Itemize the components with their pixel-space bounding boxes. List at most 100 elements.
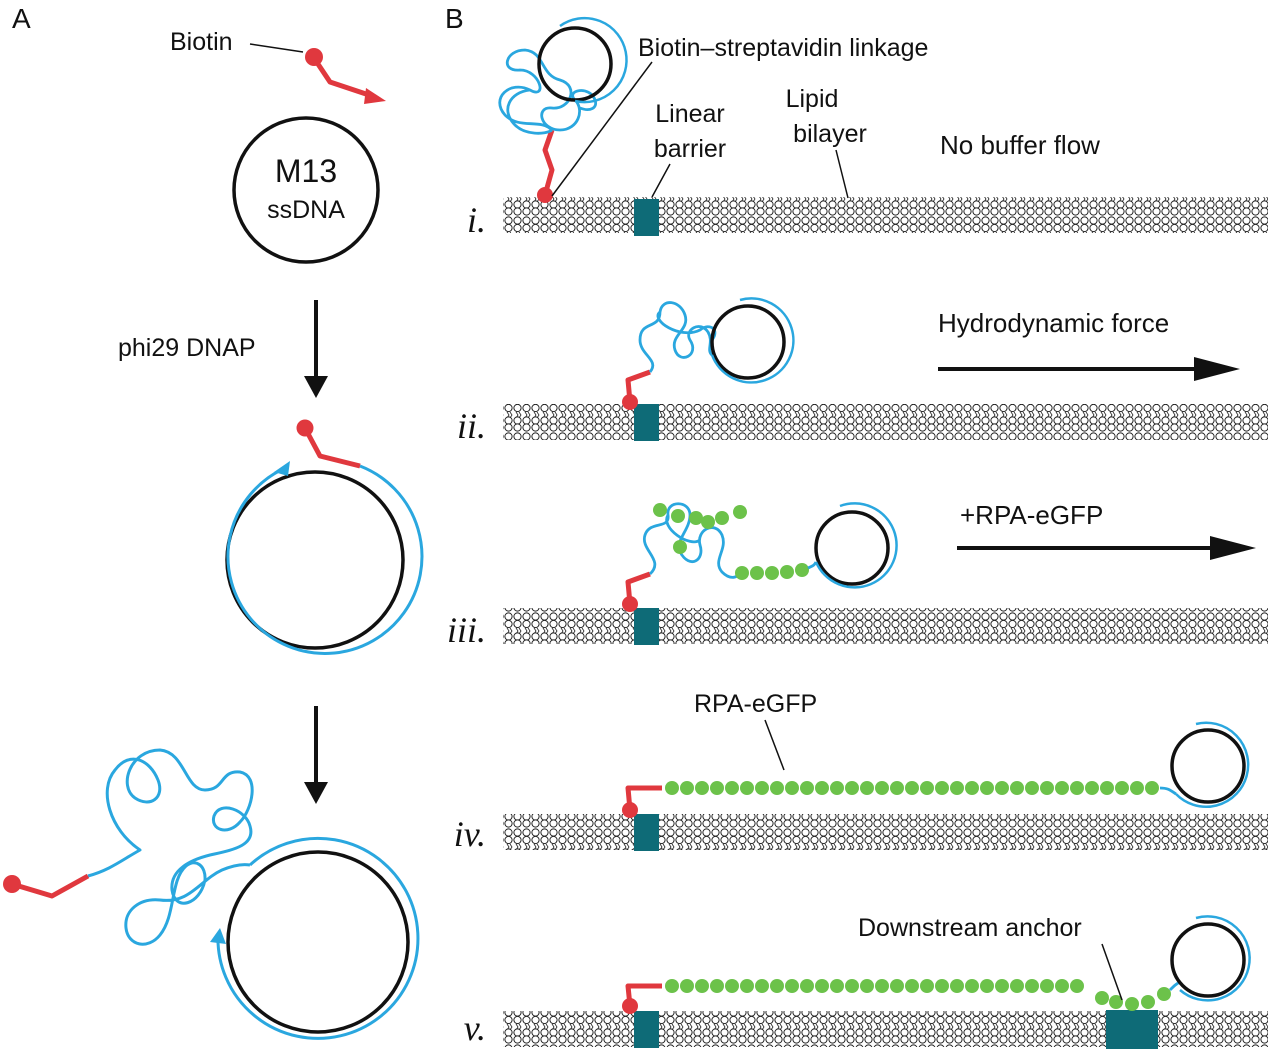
bead-circle-iii xyxy=(814,510,890,586)
replicating-circle xyxy=(225,419,424,655)
linear-barrier-iii xyxy=(634,608,659,645)
rpa-bead xyxy=(1025,979,1039,993)
rpa-bead xyxy=(755,979,769,993)
rpa-filament-v xyxy=(665,979,1084,993)
row-iv: iv. xyxy=(454,721,1268,854)
rpa-bead xyxy=(830,781,844,795)
rpa-bead xyxy=(905,979,919,993)
rpa-bead xyxy=(800,979,814,993)
bilayer-label-2: bilayer xyxy=(793,120,867,148)
flow-arrow-iii xyxy=(957,536,1256,560)
ssdna-label: ssDNA xyxy=(267,196,345,224)
lipid-bilayer-iii xyxy=(503,608,1268,644)
rpa-bead xyxy=(1070,979,1084,993)
rpa-bead xyxy=(770,979,784,993)
rpa-bead xyxy=(935,979,949,993)
rpa-bead xyxy=(1010,979,1024,993)
phi29-label: phi29 DNAP xyxy=(118,334,256,362)
linkage-label: Biotin–streptavidin linkage xyxy=(638,34,928,62)
rpa-bead xyxy=(995,781,1009,795)
rpa-bead xyxy=(1040,979,1054,993)
row-v: v. xyxy=(464,915,1268,1049)
row-i: i. xyxy=(467,16,1268,240)
row-iii: iii. xyxy=(447,502,1268,650)
rpa-bead xyxy=(980,979,994,993)
row-label-iii: iii. xyxy=(447,610,486,650)
rpa-cluster-anchor xyxy=(1095,987,1171,1011)
rpa-bead xyxy=(845,781,859,795)
rpa-bead xyxy=(800,781,814,795)
downstream-anchor xyxy=(1106,1010,1158,1049)
rpa-bead xyxy=(755,781,769,795)
rpa-bead xyxy=(1145,781,1159,795)
rolling-circle-product xyxy=(3,748,420,1040)
force-label: Hydrodynamic force xyxy=(938,308,1169,338)
rpa-bead xyxy=(860,979,874,993)
rpa-bead xyxy=(995,979,1009,993)
rpa-bead xyxy=(1025,781,1039,795)
rpa-bead xyxy=(920,781,934,795)
rpa-bead xyxy=(1040,781,1054,795)
rpa-bead xyxy=(680,781,694,795)
lipid-bilayer-iv xyxy=(503,814,1268,850)
rpa-bead xyxy=(1010,781,1024,795)
rpa-bead xyxy=(680,979,694,993)
rpa-bead xyxy=(1055,979,1069,993)
rpa-bead xyxy=(1085,781,1099,795)
rpa-bead xyxy=(1130,781,1144,795)
row-ii: ii. xyxy=(457,297,1268,446)
rpa-bead xyxy=(935,781,949,795)
rpa-bead xyxy=(740,979,754,993)
flow-arrow-ii xyxy=(938,357,1240,381)
rpa-bead xyxy=(1100,781,1114,795)
rpa-bead xyxy=(965,781,979,795)
rpa-bead xyxy=(845,979,859,993)
rpa-bead xyxy=(860,781,874,795)
rpa-cluster-iii-bottom xyxy=(735,563,809,580)
rpa-bead xyxy=(830,979,844,993)
rpa-label: RPA-eGFP xyxy=(694,690,817,718)
row-label-iv: iv. xyxy=(454,814,486,854)
barrier-label-1: Linear xyxy=(655,100,725,128)
rpa-bead xyxy=(665,781,679,795)
bead-circle-iv xyxy=(1170,728,1246,804)
biotin-label: Biotin xyxy=(170,28,233,56)
rpa-leader xyxy=(764,719,785,771)
rpa-bead xyxy=(950,979,964,993)
bead-circle-ii xyxy=(710,304,786,380)
rpa-bead xyxy=(725,979,739,993)
rpa-bead xyxy=(665,979,679,993)
linear-barrier-iv xyxy=(634,814,659,851)
linear-barrier-v xyxy=(634,1011,659,1048)
barrier-leader xyxy=(651,163,671,198)
row-label-i: i. xyxy=(467,200,486,240)
rpa-bead xyxy=(695,979,709,993)
rpa-bead xyxy=(740,781,754,795)
rpa-add-label: +RPA-eGFP xyxy=(960,500,1103,530)
bilayer-leader xyxy=(835,149,849,199)
rpa-bead xyxy=(980,781,994,795)
rpa-bead xyxy=(815,979,829,993)
m13-circle xyxy=(232,116,380,264)
m13-title: M13 xyxy=(275,153,337,189)
rpa-bead xyxy=(1055,781,1069,795)
row-label-ii: ii. xyxy=(457,406,486,446)
rpa-filament-iv xyxy=(665,781,1159,795)
rpa-bead xyxy=(785,781,799,795)
rpa-bead xyxy=(725,781,739,795)
rpa-bead xyxy=(905,781,919,795)
biotin-primer-a xyxy=(305,48,386,104)
no-flow-label: No buffer flow xyxy=(940,130,1100,160)
bead-circle-i xyxy=(537,26,613,102)
linkage-leader xyxy=(551,61,653,197)
rpa-bead xyxy=(785,979,799,993)
rpa-bead xyxy=(710,979,724,993)
bead-circle-v xyxy=(1170,922,1246,998)
rpa-bead xyxy=(890,781,904,795)
rpa-bead xyxy=(1070,781,1084,795)
anchor-label: Downstream anchor xyxy=(858,914,1082,942)
rpa-bead xyxy=(695,781,709,795)
rpa-bead xyxy=(950,781,964,795)
panel-b-letter: B xyxy=(445,3,464,34)
